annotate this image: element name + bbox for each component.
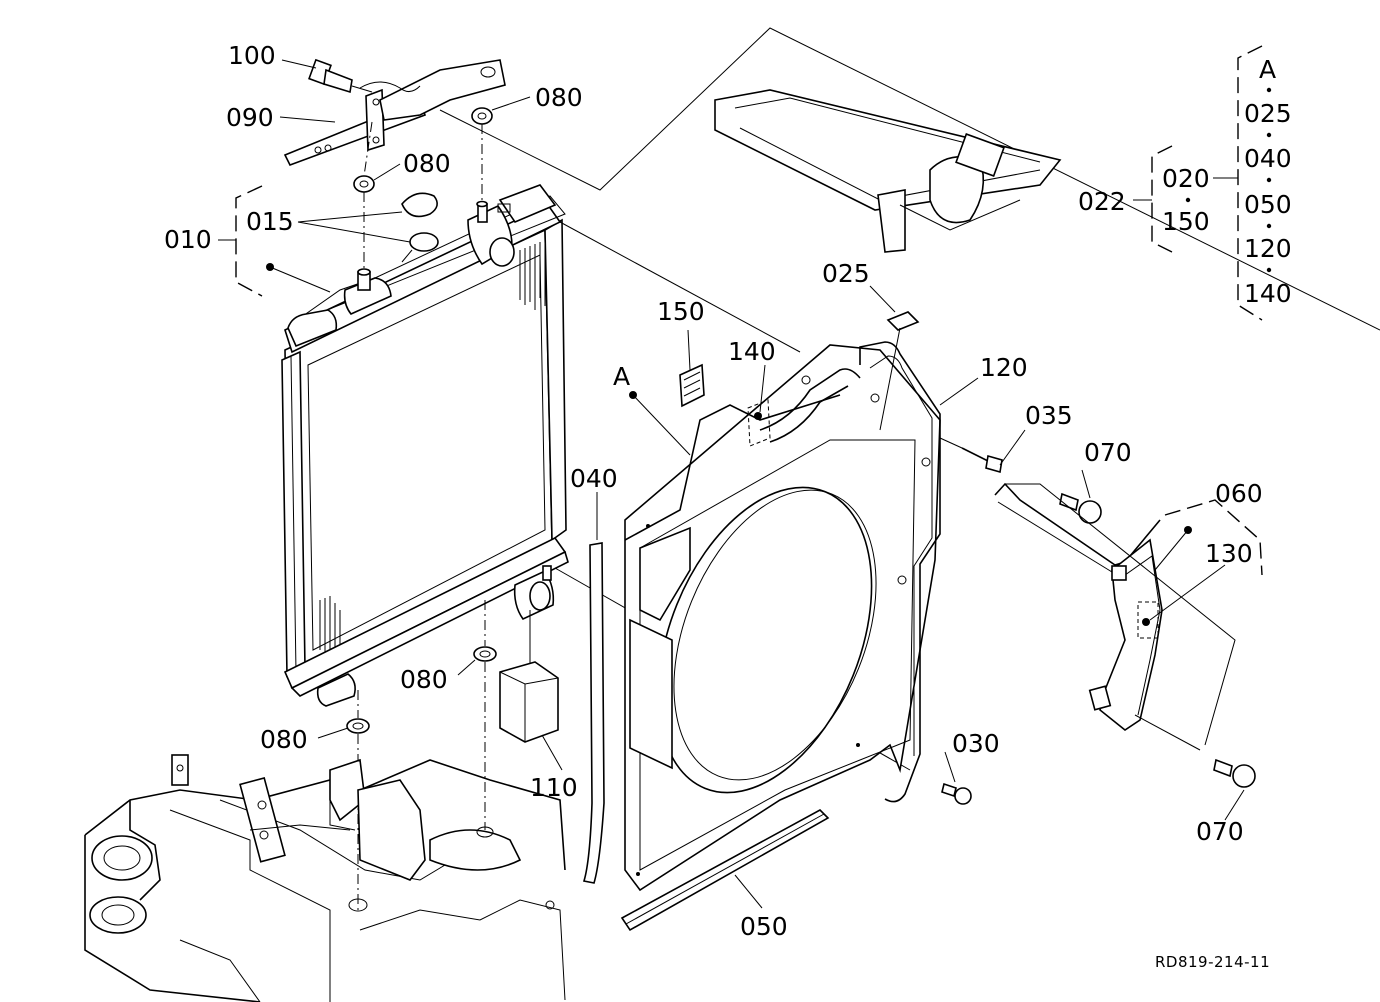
frame-lower: [84, 754, 566, 1002]
label-070-a: 070: [1084, 438, 1132, 467]
box-110: [499, 661, 559, 743]
label-015: 015: [246, 207, 294, 236]
legend-right-1: 025: [1244, 99, 1292, 128]
core-hatch: [319, 240, 546, 660]
legend-left-1: 150: [1162, 207, 1210, 236]
label-130: 130: [1205, 539, 1253, 568]
sensor-bracket: [283, 59, 506, 166]
bolt-070-a: [1059, 492, 1102, 524]
label-090: 090: [226, 103, 274, 132]
legend-right-5: 140: [1244, 279, 1292, 308]
legend-right-4: 120: [1244, 234, 1292, 263]
washer-080-top-a: [471, 107, 493, 125]
fan-shroud: [624, 341, 941, 892]
legend-right-3: 050: [1244, 190, 1292, 219]
legend-right-2: 040: [1244, 144, 1292, 173]
label-025: 025: [822, 259, 870, 288]
legend-right-0: A: [1259, 55, 1276, 84]
bolt-030: [941, 782, 972, 805]
sensor-100: [308, 58, 373, 94]
label-040: 040: [570, 464, 618, 493]
bolt-035: [939, 437, 1003, 474]
washer-080-lower-a: [473, 646, 497, 662]
label-080-b: 080: [403, 149, 451, 178]
cap-015: [401, 192, 438, 218]
bracket-060: [1164, 499, 1263, 576]
label-050: 050: [740, 912, 788, 941]
tag-150: [679, 363, 705, 408]
label-035: 035: [1025, 401, 1073, 430]
drawing-code: RD819-214-11: [1155, 953, 1270, 971]
kit-legend: 022 020 150 A 025 040 050 120 140: [1078, 45, 1292, 321]
seal-040: [582, 542, 605, 884]
label-010: 010: [164, 225, 212, 254]
radiator: [281, 184, 569, 707]
tag-025: [886, 311, 920, 331]
label-080-d: 080: [260, 725, 308, 754]
leader-lines: [279, 59, 1245, 909]
label-140: 140: [728, 337, 776, 366]
label-120: 120: [980, 353, 1028, 382]
label-150: 150: [657, 297, 705, 326]
label-A: A: [613, 362, 630, 391]
label-080-c: 080: [400, 665, 448, 694]
label-080-a: 080: [535, 83, 583, 112]
legend-main: 022: [1078, 187, 1126, 216]
label-070-b: 070: [1196, 817, 1244, 846]
label-100: 100: [228, 41, 276, 70]
legend-left-0: 020: [1162, 164, 1210, 193]
washer-080-lower-b: [346, 718, 370, 734]
bracket-010: [235, 185, 263, 297]
frame-upper: [714, 89, 1062, 253]
label-060: 060: [1215, 479, 1263, 508]
guard-060: [994, 482, 1163, 731]
washer-080-top-b: [353, 175, 375, 193]
label-110: 110: [530, 773, 578, 802]
part-labels: 100 090 080 080 015 010 150 140 A 025 12…: [164, 41, 1263, 941]
bolt-070-b: [1213, 758, 1256, 788]
label-030: 030: [952, 729, 1000, 758]
